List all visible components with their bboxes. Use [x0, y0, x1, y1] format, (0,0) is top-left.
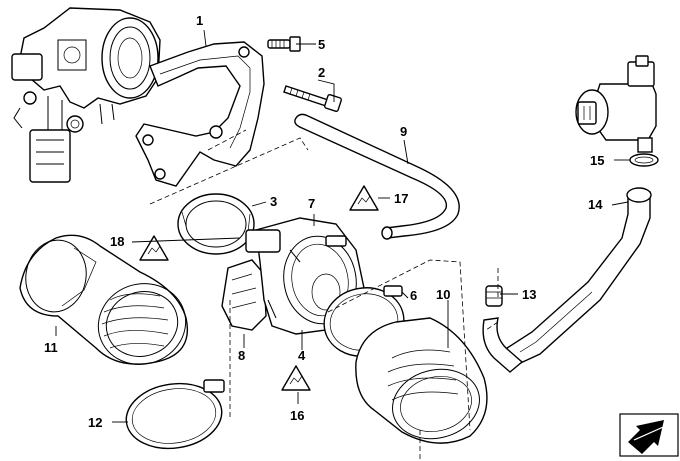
throttle-body-assembly-top [11, 7, 161, 183]
idle-control-valve-part [575, 55, 657, 153]
warning-triangle-icon [349, 185, 379, 211]
callout-9: 9 [400, 124, 407, 139]
callout-3: 3 [270, 194, 277, 209]
hose-clamp-large-part [125, 379, 225, 450]
callout-11: 11 [44, 340, 58, 355]
warning-triangle-icon [281, 365, 311, 391]
callout-5: 5 [318, 37, 325, 52]
bolt-long-part [283, 85, 343, 113]
callout-13: 13 [522, 287, 536, 302]
callout-15: 15 [590, 153, 604, 168]
callout-6: 6 [410, 288, 417, 303]
callout-18: 18 [110, 234, 124, 249]
callout-7: 7 [308, 196, 315, 211]
hose-nipple-part [482, 285, 524, 373]
callout-8: 8 [238, 348, 245, 363]
leader-lines [55, 29, 630, 423]
gasket-bracket-part [135, 41, 265, 187]
view-direction-arrow-icon [619, 413, 679, 457]
bolt-short-part [267, 36, 301, 52]
callout-2: 2 [318, 65, 325, 80]
callout-16: 16 [290, 408, 304, 423]
vent-hose-part [294, 113, 460, 240]
intake-boot-left-part [19, 234, 188, 365]
intake-boot-right-part [355, 317, 488, 444]
callout-12: 12 [88, 415, 102, 430]
warning-triangle-icon [139, 235, 169, 261]
callout-17: 17 [394, 191, 408, 206]
callout-4: 4 [298, 348, 306, 363]
hose-clamp-small-part [629, 153, 659, 167]
callout-1: 1 [196, 13, 203, 28]
intake-pipe-part [503, 187, 652, 367]
callout-10: 10 [436, 287, 450, 302]
sealing-ring-part [177, 193, 255, 255]
callout-14: 14 [588, 197, 603, 212]
